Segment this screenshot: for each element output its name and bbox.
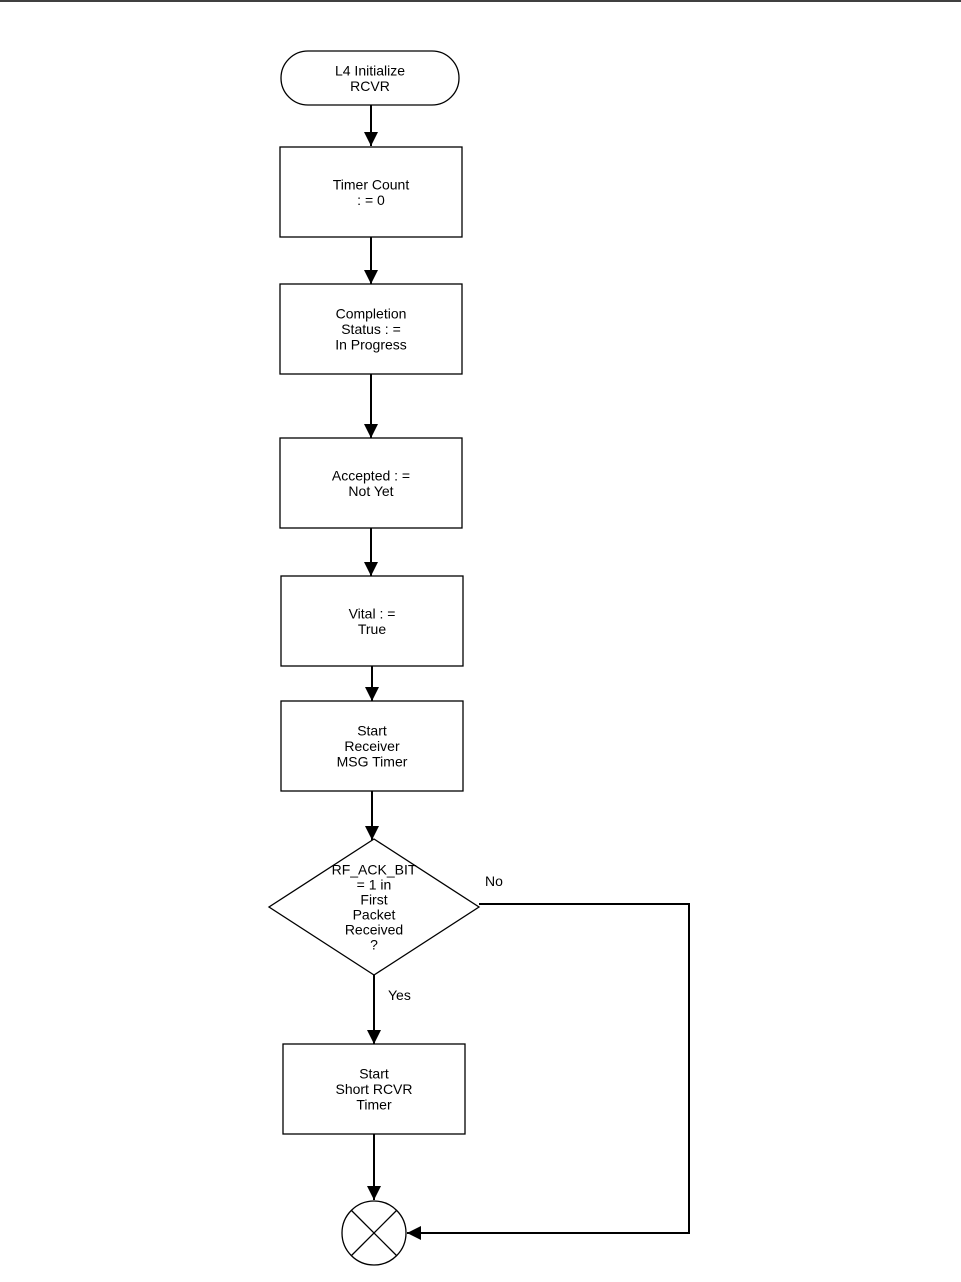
node-label-line: Completion bbox=[336, 306, 407, 322]
node-label-line: Accepted : = bbox=[332, 467, 410, 483]
process-box bbox=[280, 575, 464, 667]
edge-ack-bit-decision-to-connector bbox=[407, 903, 690, 1240]
node-label-line: Start bbox=[359, 1066, 389, 1082]
node-label-line: : = 0 bbox=[357, 192, 385, 208]
node-label: Accepted : =Not Yet bbox=[332, 467, 410, 499]
node-label-line: Timer Count bbox=[333, 176, 410, 192]
node-label-line: Timer bbox=[356, 1097, 392, 1113]
edges-layer bbox=[364, 105, 690, 1240]
node-label-line: Start bbox=[357, 723, 387, 739]
node-label-line: Vital : = bbox=[349, 605, 396, 621]
node-label-line: MSG Timer bbox=[337, 754, 408, 770]
process-box bbox=[282, 1043, 466, 1135]
node-timer-count: Timer Count: = 0 bbox=[279, 146, 463, 238]
node-label: Vital : =True bbox=[349, 605, 396, 637]
node-label-line: Receiver bbox=[344, 738, 400, 754]
node-label-line: Received bbox=[345, 922, 403, 938]
process-box bbox=[279, 146, 463, 238]
node-label-line: RCVR bbox=[350, 78, 390, 94]
node-label-line: RF_ACK_BIT bbox=[332, 862, 417, 878]
node-label-line: In Progress bbox=[335, 337, 407, 353]
edge-label-yes: Yes bbox=[388, 987, 411, 1003]
edge-label-no: No bbox=[485, 873, 503, 889]
node-connector bbox=[341, 1200, 407, 1266]
node-accepted: Accepted : =Not Yet bbox=[279, 437, 463, 529]
connector-cross-line bbox=[350, 1209, 398, 1257]
node-label-line: Short RCVR bbox=[335, 1081, 412, 1097]
node-vital: Vital : =True bbox=[280, 575, 464, 667]
node-label-line: ? bbox=[370, 937, 378, 953]
decision-diamond bbox=[267, 838, 481, 976]
node-label-line: Not Yet bbox=[348, 483, 393, 499]
node-label-line: True bbox=[358, 621, 386, 637]
terminator-shape bbox=[280, 50, 460, 106]
node-label-line: Status : = bbox=[341, 321, 401, 337]
process-box bbox=[279, 283, 463, 375]
node-label-line: L4 Initialize bbox=[335, 62, 405, 78]
node-label-line: Packet bbox=[353, 907, 396, 923]
process-box bbox=[280, 700, 464, 792]
node-label-line: First bbox=[360, 892, 387, 908]
node-label: Timer Count: = 0 bbox=[333, 176, 410, 208]
node-label-line: = 1 in bbox=[357, 877, 392, 893]
process-box bbox=[279, 437, 463, 529]
edge-labels-layer: Yes No bbox=[388, 873, 503, 1003]
